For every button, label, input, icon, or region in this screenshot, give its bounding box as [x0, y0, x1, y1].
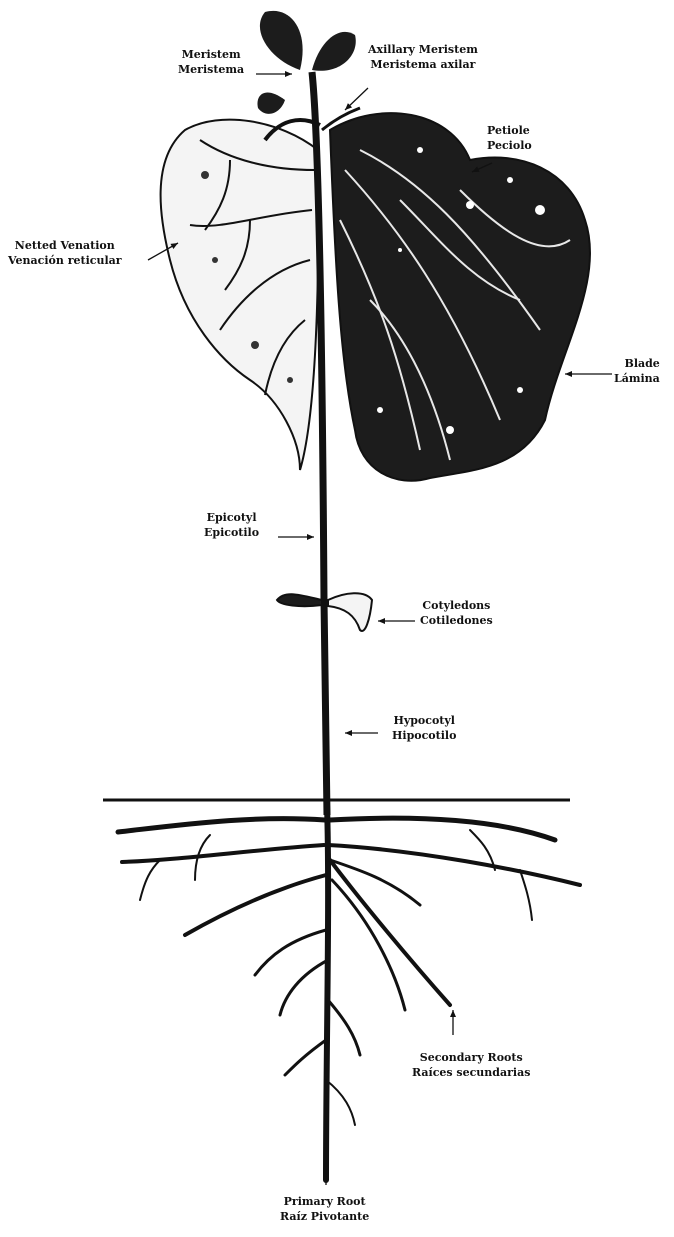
label-epicotyl: Epicotyl Epicotilo: [204, 510, 259, 540]
label-secondary-roots-es: Raíces secundarias: [412, 1065, 530, 1080]
right-leaf-blade: [330, 113, 590, 481]
label-petiole-es: Peciolo: [487, 138, 532, 153]
label-hypocotyl-en: Hypocotyl: [392, 713, 456, 728]
cotyledon-right: [328, 593, 372, 631]
label-meristem: Meristem Meristema: [178, 47, 244, 77]
label-cotyledons-en: Cotyledons: [420, 598, 493, 613]
label-petiole: Petiole Peciolo: [487, 123, 532, 153]
label-hypocotyl-es: Hipocotilo: [392, 728, 456, 743]
label-hypocotyl: Hypocotyl Hipocotilo: [392, 713, 456, 743]
label-epicotyl-es: Epicotilo: [204, 525, 259, 540]
label-meristem-en: Meristem: [178, 47, 244, 62]
small-leaflet: [257, 92, 285, 113]
label-cotyledons-es: Cotiledones: [420, 613, 493, 628]
label-blade-en: Blade: [614, 356, 660, 371]
label-netted-venation: Netted Venation Venación reticular: [8, 238, 122, 268]
label-netted-venation-en: Netted Venation: [8, 238, 122, 253]
label-primary-root: Primary Root Raíz Pivotante: [280, 1194, 369, 1224]
label-epicotyl-en: Epicotyl: [204, 510, 259, 525]
label-netted-venation-es: Venación reticular: [8, 253, 122, 268]
cotyledon-left: [277, 594, 322, 606]
label-blade: Blade Lámina: [614, 356, 660, 386]
label-primary-root-en: Primary Root: [280, 1194, 369, 1209]
axillary-meristem-arrow: [345, 88, 368, 110]
root-system: [118, 805, 580, 1180]
label-axillary-meristem: Axillary Meristem Meristema axilar: [368, 42, 478, 72]
label-meristem-es: Meristema: [178, 62, 244, 77]
label-secondary-roots: Secondary Roots Raíces secundarias: [412, 1050, 530, 1080]
label-cotyledons: Cotyledons Cotiledones: [420, 598, 493, 628]
label-primary-root-es: Raíz Pivotante: [280, 1209, 369, 1224]
label-blade-es: Lámina: [614, 371, 660, 386]
label-axillary-meristem-es: Meristema axilar: [368, 57, 478, 72]
apical-leaflet-right: [312, 32, 356, 71]
label-petiole-en: Petiole: [487, 123, 532, 138]
label-axillary-meristem-en: Axillary Meristem: [368, 42, 478, 57]
apical-leaflet-left: [260, 11, 303, 70]
label-secondary-roots-en: Secondary Roots: [412, 1050, 530, 1065]
left-leaf-blade: [161, 120, 319, 470]
